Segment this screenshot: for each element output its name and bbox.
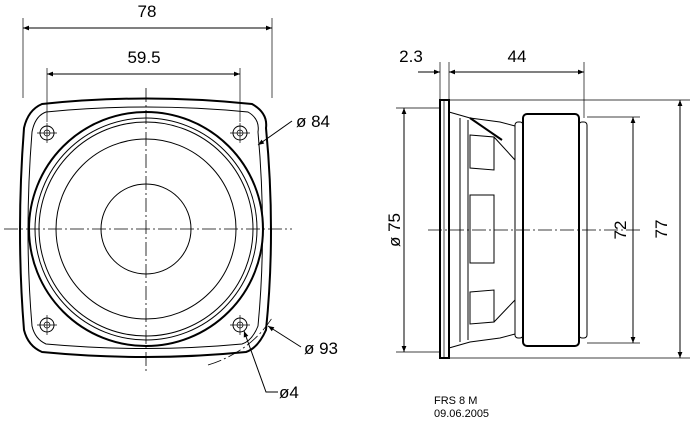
- terminal-tab: [469, 117, 503, 141]
- magnet-height-label: 72: [611, 221, 630, 240]
- speaker-frame-outline: [19, 97, 272, 358]
- title-block: FRS 8 M 09.06.2005: [434, 395, 489, 420]
- hole-diameter-label: ø4: [279, 383, 299, 402]
- mounting-holes: [37, 123, 250, 335]
- date-label: 09.06.2005: [434, 408, 489, 420]
- basket-window-top: [469, 134, 495, 171]
- front-view: 78 59.5 ø 84: [4, 2, 338, 402]
- basket-outline: [448, 111, 516, 349]
- frame-diameter-label: ø 84: [296, 112, 330, 131]
- model-label: FRS 8 M: [434, 395, 477, 407]
- bolt-circle-leader: [267, 325, 302, 348]
- side-flange: [439, 99, 450, 359]
- width-dimension-label: 78: [138, 2, 157, 21]
- bolt-circle-arc: [207, 317, 273, 366]
- basket-window-middle: [469, 194, 495, 264]
- depth-label: 44: [508, 47, 527, 66]
- side-view: 2.3 44 ø 75 72 77: [385, 47, 690, 359]
- hole-spacing-label: 59.5: [127, 48, 160, 67]
- cutout-diameter-label: ø 75: [385, 213, 404, 247]
- hole-diameter-leader: [243, 330, 278, 393]
- speaker-frame-inner-outline: [27, 106, 263, 349]
- overall-height-label: 77: [652, 220, 671, 239]
- frame-diameter-leader: [257, 120, 293, 146]
- bolt-circle-label: ø 93: [304, 339, 338, 358]
- flange-thickness-label: 2.3: [399, 47, 423, 66]
- basket-window-bottom: [469, 289, 495, 325]
